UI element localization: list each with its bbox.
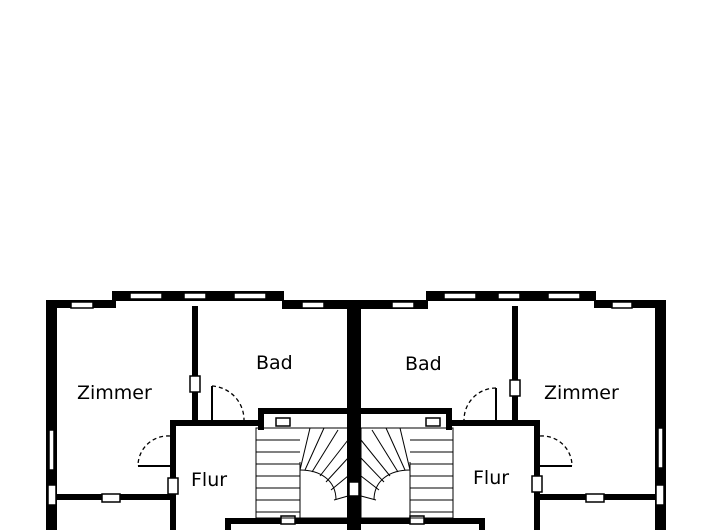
interior-walls-left: [56, 306, 349, 530]
room-label-left-bad: Bad: [256, 352, 293, 374]
door-markers: [101, 375, 605, 525]
room-label-right-flur: Flur: [473, 467, 509, 489]
room-label-right-zimmer: Zimmer: [544, 382, 619, 404]
windows: [47, 292, 665, 506]
room-label-right-bad: Bad: [405, 353, 442, 375]
door-swings: [137, 385, 573, 467]
staircase-left: [255, 427, 349, 519]
staircase-right: [360, 427, 454, 519]
room-label-left-zimmer: Zimmer: [77, 382, 152, 404]
interior-walls-right: [361, 306, 656, 530]
room-label-left-flur: Flur: [191, 469, 227, 491]
